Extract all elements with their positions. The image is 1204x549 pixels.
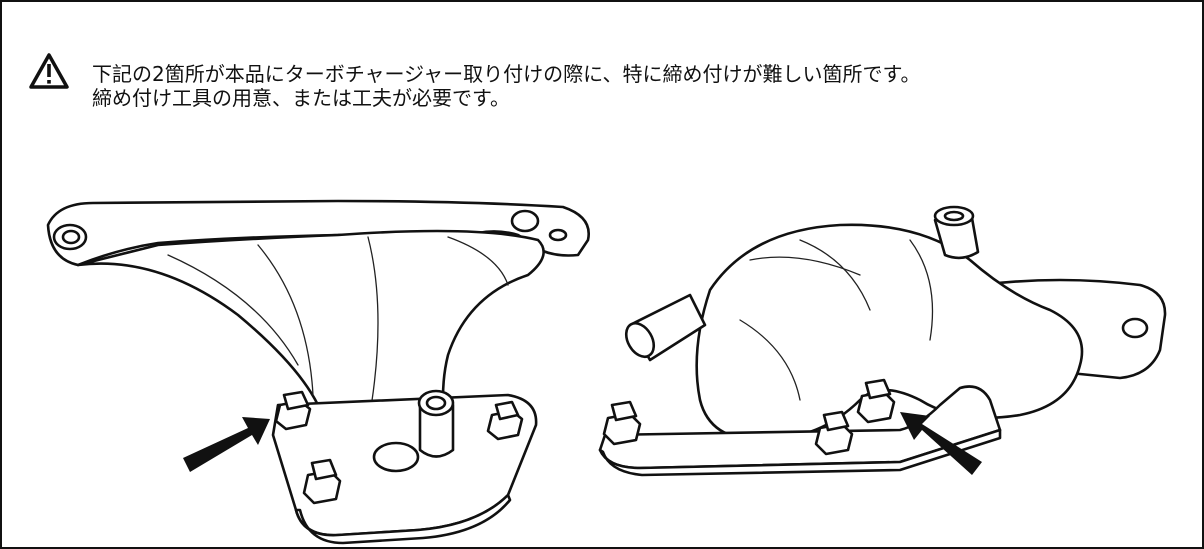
- notice-line-2: 締め付け工具の用意、または工夫が必要です。: [92, 86, 510, 110]
- left-part-drawing: [46, 199, 590, 545]
- nut-left-bottom: [302, 458, 342, 505]
- nut-right-top: [486, 400, 524, 441]
- nut-left-top: [274, 390, 312, 431]
- arrow-right-pointer: [900, 412, 982, 475]
- notice-line-1: 下記の2箇所が本品にターボチャージャー取り付けの際に、特に締め付けが難しい箇所で…: [92, 62, 921, 86]
- turbo-outlet-illustration-left: [38, 195, 590, 545]
- arrow-left-pointer: [183, 417, 270, 472]
- nut-right-b: [814, 410, 854, 456]
- turbo-outlet-illustration-right: [598, 200, 1180, 500]
- nut-right-c: [856, 378, 896, 424]
- warning-triangle-icon: [29, 53, 69, 89]
- right-part-drawing: [598, 205, 1167, 477]
- nut-right-a: [602, 400, 642, 446]
- notice-text: 下記の2箇所が本品にターボチャージャー取り付けの際に、特に締め付けが難しい箇所で…: [92, 62, 1152, 110]
